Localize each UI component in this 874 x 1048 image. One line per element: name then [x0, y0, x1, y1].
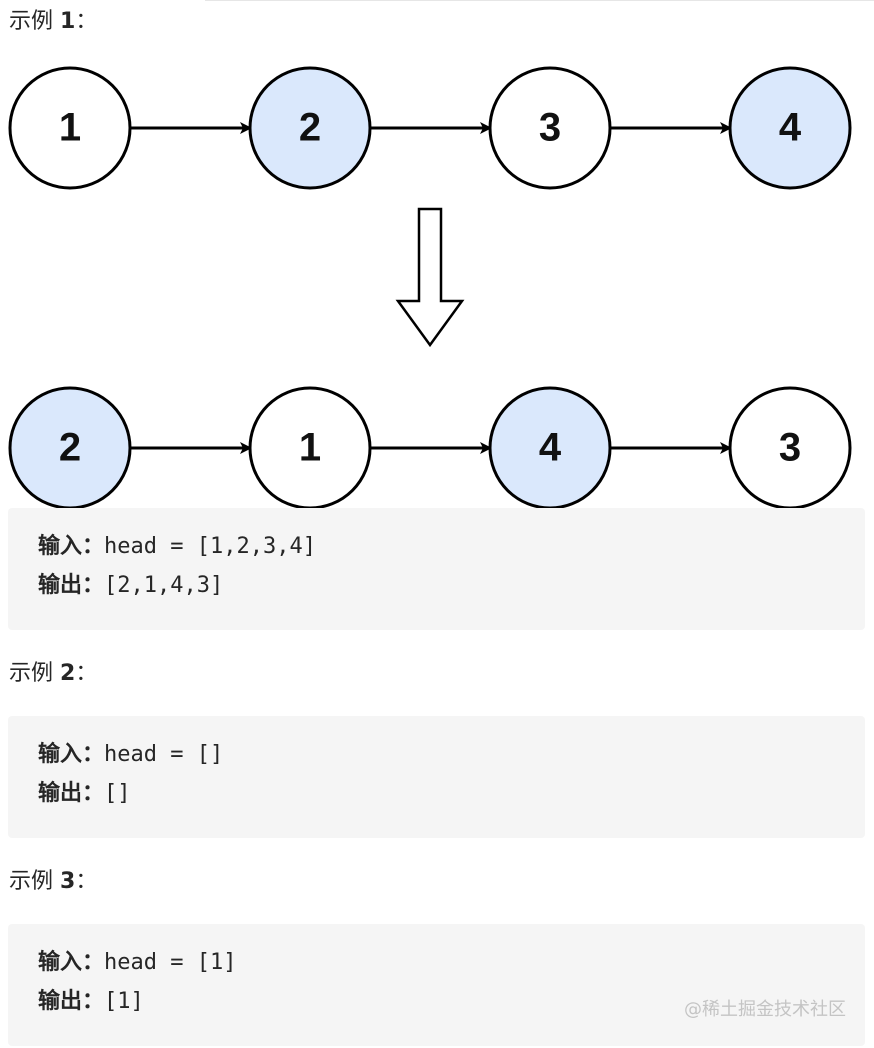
down-arrow-icon	[395, 207, 465, 348]
after-list-node-label: 2	[59, 426, 81, 470]
after-list-node-label: 3	[779, 426, 801, 470]
before-list-node-4: 4	[728, 66, 852, 190]
before-list-node-circle	[728, 66, 852, 190]
example-3-code-block: 输入：head = [1] 输出：[1]	[8, 924, 865, 1046]
before-list: 1 2 3 4	[8, 66, 852, 190]
example-2-heading-suffix: ：	[75, 661, 98, 686]
before-list-node-label: 2	[299, 106, 321, 150]
example-2-input-value: head = []	[104, 742, 224, 767]
example-3-output-label: 输出：	[38, 989, 105, 1014]
example-2-heading-number: 2	[60, 661, 76, 686]
top-divider	[205, 0, 874, 1]
after-list-node-3: 4	[488, 386, 612, 510]
example-3-input-value: head = [1]	[104, 950, 237, 975]
before-list-node-circle	[488, 66, 612, 190]
example-3-heading: 示例 3：	[9, 868, 97, 896]
example-2-output-line: 输出：[]	[38, 780, 131, 808]
example-1-code-block: 输入：head = [1,2,3,4] 输出：[2,1,4,3]	[8, 508, 865, 630]
before-list-node-3: 3	[488, 66, 612, 190]
example-1-input-value: head = [1,2,3,4]	[104, 534, 316, 559]
before-list-node-label: 3	[539, 106, 561, 150]
example-1-output-label: 输出：	[38, 573, 105, 598]
example-2-code-block: 输入：head = [] 输出：[]	[8, 716, 865, 838]
example-2-heading-prefix: 示例	[9, 661, 60, 686]
example-1-input-line: 输入：head = [1,2,3,4]	[38, 533, 316, 561]
example-2-input-label: 输入：	[38, 742, 105, 767]
example-1-output-line: 输出：[2,1,4,3]	[38, 572, 223, 600]
example-1-input-label: 输入：	[38, 534, 105, 559]
example-1-heading: 示例 1：	[9, 8, 97, 36]
example-3-input-line: 输入：head = [1]	[38, 949, 236, 977]
example-1-heading-prefix: 示例	[9, 9, 60, 34]
example-3-output-value: [1]	[104, 989, 144, 1014]
after-list-node-1: 2	[8, 386, 132, 510]
after-list-node-4: 3	[728, 386, 852, 510]
example-3-output-line: 输出：[1]	[38, 988, 144, 1016]
before-list-node-label: 1	[59, 106, 81, 150]
watermark: @稀土掘金技术社区	[684, 999, 846, 1020]
before-list-node-2: 2	[248, 66, 372, 190]
linked-list-swap-diagram: 1 2 3 4 2 1 4 3	[8, 66, 852, 510]
example-1-output-value: [2,1,4,3]	[104, 573, 224, 598]
after-list-node-2: 1	[248, 386, 372, 510]
after-list: 2 1 4 3	[8, 386, 852, 510]
before-list-node-1: 1	[8, 66, 132, 190]
before-list-node-circle	[248, 66, 372, 190]
example-1-heading-suffix: ：	[75, 9, 98, 34]
before-list-node-circle	[8, 66, 132, 190]
example-3-heading-prefix: 示例	[9, 869, 60, 894]
example-2-output-value: []	[104, 781, 131, 806]
example-3-heading-number: 3	[60, 869, 76, 894]
example-2-output-label: 输出：	[38, 781, 105, 806]
example-2-heading: 示例 2：	[9, 660, 97, 688]
before-list-node-label: 4	[779, 106, 802, 150]
example-3-input-label: 输入：	[38, 950, 105, 975]
after-list-node-label: 1	[299, 426, 321, 470]
example-1-heading-number: 1	[60, 9, 76, 34]
example-3-heading-suffix: ：	[75, 869, 98, 894]
example-2-input-line: 输入：head = []	[38, 741, 223, 769]
after-list-node-label: 4	[539, 426, 562, 470]
